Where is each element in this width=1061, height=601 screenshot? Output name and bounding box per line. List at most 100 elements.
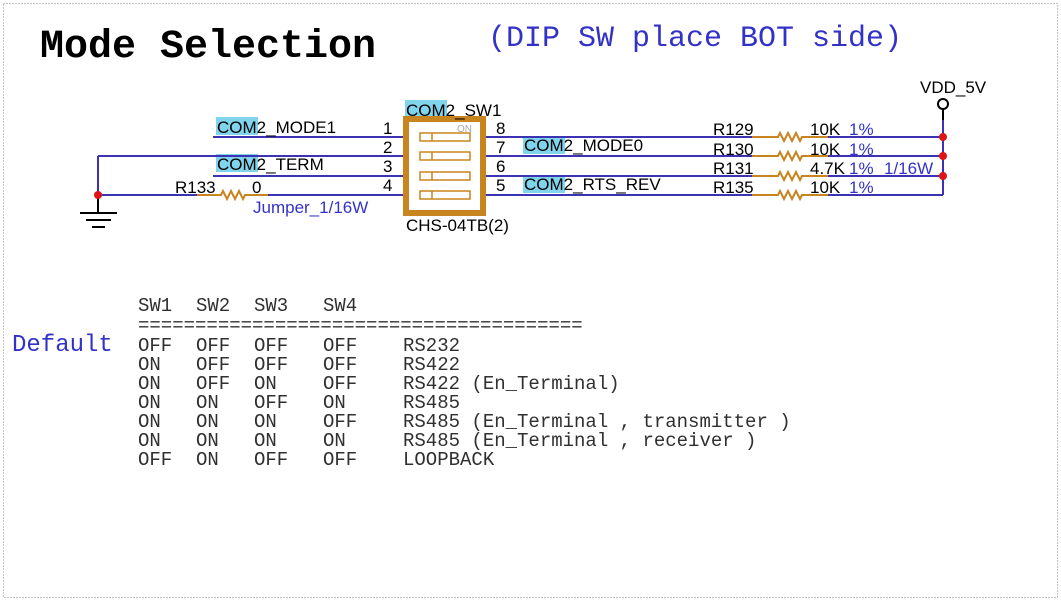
table-header: SW3 <box>254 295 288 317</box>
table-cell: OFF <box>138 449 172 471</box>
page-title: Mode Selection <box>40 25 376 70</box>
r133-ref: R133 <box>175 178 216 197</box>
table-row: OFF OFF OFF OFF RS232 <box>138 335 460 357</box>
table-cell: OFF <box>254 449 288 471</box>
pin-number: 7 <box>496 138 505 157</box>
table-cell: ON <box>196 392 219 414</box>
table-row: ON OFF OFF OFF RS422 <box>138 354 460 376</box>
table-header: SW4 <box>323 295 357 317</box>
r129-tolerance: 1% <box>849 120 874 139</box>
table-header: SW1 <box>138 295 172 317</box>
table-cell: ON <box>196 411 219 433</box>
dip-switch-lever-4 <box>419 190 471 200</box>
placement-note: (DIP SW place BOT side) <box>488 22 902 56</box>
table-cell: ON <box>254 411 277 433</box>
r131-tolerance: 1% <box>849 159 874 178</box>
table-cell: ON <box>138 354 161 376</box>
table-mode: RS422 <box>403 354 460 376</box>
table-cell: OFF <box>254 392 288 414</box>
table-cell: ON <box>323 430 346 452</box>
defaults-label: Default <box>12 332 113 359</box>
dip-switch-lever-1 <box>419 132 471 142</box>
resistor-r130-symbol <box>752 149 828 163</box>
power-net-label: VDD_5V <box>920 78 987 97</box>
net-highlight-com2-mode1 <box>216 117 258 135</box>
table-mode: RS422 (En_Terminal) <box>403 373 620 395</box>
r133-value: 0 <box>252 178 261 197</box>
table-cell: OFF <box>196 373 230 395</box>
r135-value: 10K <box>810 178 841 197</box>
resistor-r135-symbol <box>752 188 828 202</box>
table-mode: RS485 <box>403 392 460 414</box>
r133-note: Jumper_1/16W <box>253 198 368 217</box>
table-cell: ON <box>196 449 219 471</box>
junction-dot <box>94 191 102 199</box>
table-cell: ON <box>138 373 161 395</box>
switch-ref-highlight <box>405 100 447 118</box>
r130-ref: R130 <box>713 140 754 159</box>
table-cell: OFF <box>323 354 357 376</box>
r135-tolerance: 1% <box>849 178 874 197</box>
resistor-r129-symbol <box>752 130 828 144</box>
pin-number: 2 <box>383 138 392 157</box>
table-cell: ON <box>254 430 277 452</box>
dip-switch-lever-2 <box>419 151 471 161</box>
dip-switch-ref: COM2_SW1 <box>406 101 501 120</box>
net-highlight-com2-rts-rev <box>523 175 565 193</box>
table-cell: ON <box>138 392 161 414</box>
table-cell: OFF <box>254 335 288 357</box>
table-row: ON OFF ON OFF RS422 (En_Terminal) <box>138 373 620 395</box>
pin-number: 8 <box>496 119 505 138</box>
junction-dot <box>939 133 947 141</box>
r135-ref: R135 <box>713 178 754 197</box>
dip-switch-on-label: ON <box>457 124 472 135</box>
sheet-border <box>3 3 1058 598</box>
table-cell: OFF <box>196 335 230 357</box>
resistor-r131-symbol <box>752 169 828 183</box>
r130-tolerance: 1% <box>849 140 874 159</box>
net-highlight-com2-mode0 <box>523 136 565 154</box>
r131-ref: R131 <box>713 159 754 178</box>
r129-ref: R129 <box>713 120 754 139</box>
net-label-com2-mode1: COM2_MODE1 <box>217 118 336 137</box>
table-mode: LOOPBACK <box>403 449 495 471</box>
table-header: SW2 <box>196 295 230 317</box>
junction-dot <box>939 152 947 160</box>
table-cell: ON <box>254 373 277 395</box>
table-cell: OFF <box>196 354 230 376</box>
table-separator: ======================================= <box>138 315 583 337</box>
table-cell: ON <box>323 392 346 414</box>
table-cell: OFF <box>254 354 288 376</box>
r130-value: 10K <box>810 140 841 159</box>
table-row: ON ON ON ON RS485 (En_Terminal , receive… <box>138 430 756 452</box>
dip-switch-body <box>403 116 486 216</box>
resistor-r133-symbol <box>197 188 268 202</box>
net-label-com2-term: COM2_TERM <box>217 155 324 174</box>
pin-number: 5 <box>496 176 505 195</box>
table-cell: OFF <box>323 411 357 433</box>
pin-number: 4 <box>383 176 392 195</box>
table-mode: RS485 (En_Terminal , transmitter ) <box>403 411 791 433</box>
r131-value: 4.7K <box>810 159 846 178</box>
table-cell: OFF <box>323 373 357 395</box>
table-mode: RS485 (En_Terminal , receiver ) <box>403 430 756 452</box>
pin-number: 3 <box>383 157 392 176</box>
net-highlight-com2-term <box>216 154 258 172</box>
r129-value: 10K <box>810 120 841 139</box>
pin-number: 1 <box>383 119 392 138</box>
table-row: OFF ON OFF OFF LOOPBACK <box>138 449 495 471</box>
power-port-symbol <box>937 98 949 110</box>
net-label-com2-rts-rev: COM2_RTS_REV <box>524 175 661 194</box>
table-row: ON ON ON OFF RS485 (En_Terminal , transm… <box>138 411 791 433</box>
table-cell: OFF <box>138 335 172 357</box>
table-cell: ON <box>196 430 219 452</box>
dip-switch-part-number: CHS-04TB(2) <box>406 216 509 235</box>
table-row: ON ON OFF ON RS485 <box>138 392 460 414</box>
dip-switch-lever-3 <box>419 171 471 181</box>
pin-number: 6 <box>496 157 505 176</box>
r131-power-rating: 1/16W <box>884 159 933 178</box>
table-cell: OFF <box>323 335 357 357</box>
net-label-com2-mode0: COM2_MODE0 <box>524 136 643 155</box>
table-cell: ON <box>138 411 161 433</box>
